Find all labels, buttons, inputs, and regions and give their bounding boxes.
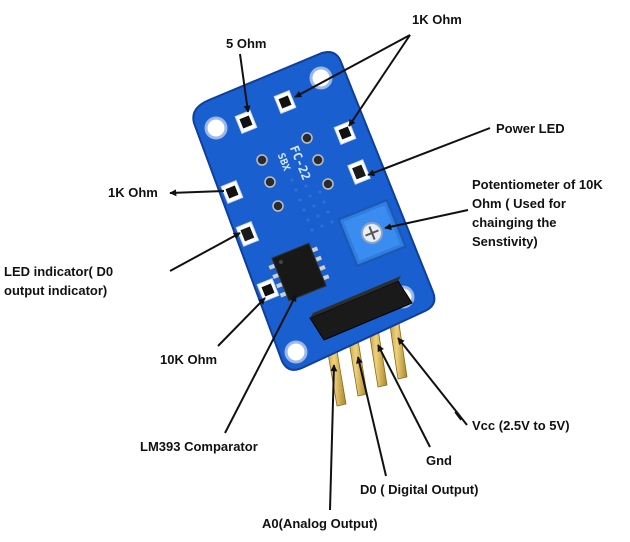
arrow-lm393 — [224, 294, 297, 434]
arrow-d0 — [356, 356, 387, 477]
arrow-10k — [217, 297, 266, 347]
resistor-1k-top — [273, 90, 297, 114]
label-5ohm: 5 Ohm — [226, 36, 267, 51]
label-led-indicator: LED indicator( D0 output indicator) — [4, 264, 114, 298]
label-a0: A0(Analog Output) — [262, 516, 378, 531]
potentiometer-component — [337, 198, 407, 268]
arrow-led-indicator — [169, 232, 241, 272]
label-vcc: Vcc (2.5V to 5V) — [472, 418, 570, 433]
label-gnd: Gnd — [426, 453, 452, 468]
mounting-hole — [204, 116, 228, 140]
arrow-gnd — [377, 344, 431, 448]
label-1k-top: 1K Ohm — [412, 12, 462, 27]
lm393-chip — [268, 242, 330, 302]
resistor-1k-left — [220, 180, 244, 204]
arrow-5ohm — [239, 53, 251, 113]
pin-header — [309, 276, 413, 341]
arrow-1k-top-b — [348, 34, 411, 127]
sensor-pins — [256, 132, 334, 212]
mounting-hole — [309, 66, 333, 90]
resistor-1k-right — [333, 121, 357, 145]
arrow-potentiometer — [384, 209, 469, 231]
arrow-a0 — [329, 364, 338, 511]
arrow-1k-left — [169, 189, 225, 197]
resistor-10k — [256, 278, 280, 302]
arrow-1k-top-a — [294, 34, 411, 98]
arrow-vcc — [397, 337, 468, 426]
label-1k-left: 1K Ohm — [108, 185, 158, 200]
resistor-5ohm — [234, 110, 258, 134]
callout-arrows — [169, 34, 491, 511]
power-led-component — [347, 159, 371, 185]
arrow-power-led — [367, 127, 491, 177]
label-power-led: Power LED — [496, 121, 565, 136]
label-lm393: LM393 Comparator — [140, 439, 258, 454]
label-potentiometer: Potentiometer of 10K Ohm ( Used for chai… — [472, 177, 603, 249]
label-10k: 10K Ohm — [160, 352, 218, 367]
mounting-hole — [284, 340, 308, 364]
label-d0: D0 ( Digital Output) — [360, 482, 479, 497]
